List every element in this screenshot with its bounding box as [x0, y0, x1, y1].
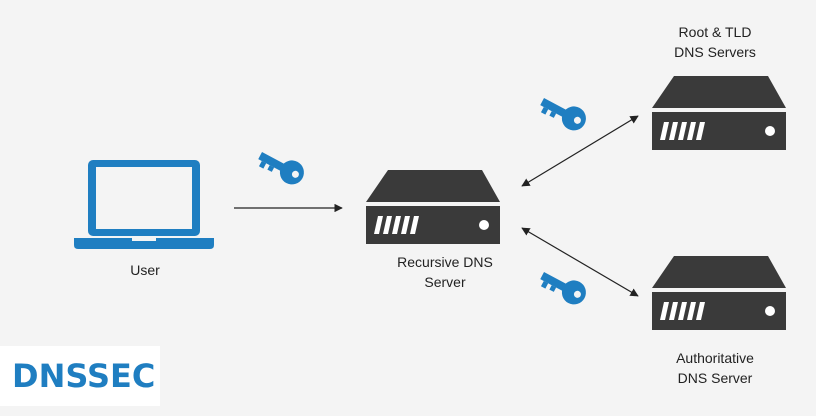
authoritative-label-line2: DNS Server [677, 370, 753, 386]
arrow-recursive-root [521, 115, 639, 187]
authoritative-label-line1: Authoritative [676, 350, 754, 366]
key-icon [540, 272, 586, 305]
server-icon [366, 170, 500, 244]
dnssec-badge: DNSSEC [0, 346, 160, 406]
key-icon [540, 98, 586, 131]
root-tld-server-label: Root & TLD DNS Servers [640, 22, 790, 62]
server-icon [652, 76, 786, 150]
user-label-text: User [130, 262, 160, 278]
root-tld-label-line2: DNS Servers [674, 44, 756, 60]
recursive-server-label-line2: Server [424, 274, 466, 290]
authoritative-server-label: Authoritative DNS Server [640, 348, 790, 388]
user-label: User [100, 260, 190, 280]
arrow-recursive-authoritative [521, 227, 639, 297]
recursive-server-label-line1: Recursive DNS [397, 254, 493, 270]
laptop-icon [74, 160, 214, 249]
key-icon [258, 152, 304, 185]
server-icon [652, 256, 786, 330]
recursive-server-label: Recursive DNS Server [370, 252, 520, 292]
root-tld-label-line1: Root & TLD [678, 24, 752, 40]
dnssec-badge-text: DNSSEC [12, 357, 156, 395]
